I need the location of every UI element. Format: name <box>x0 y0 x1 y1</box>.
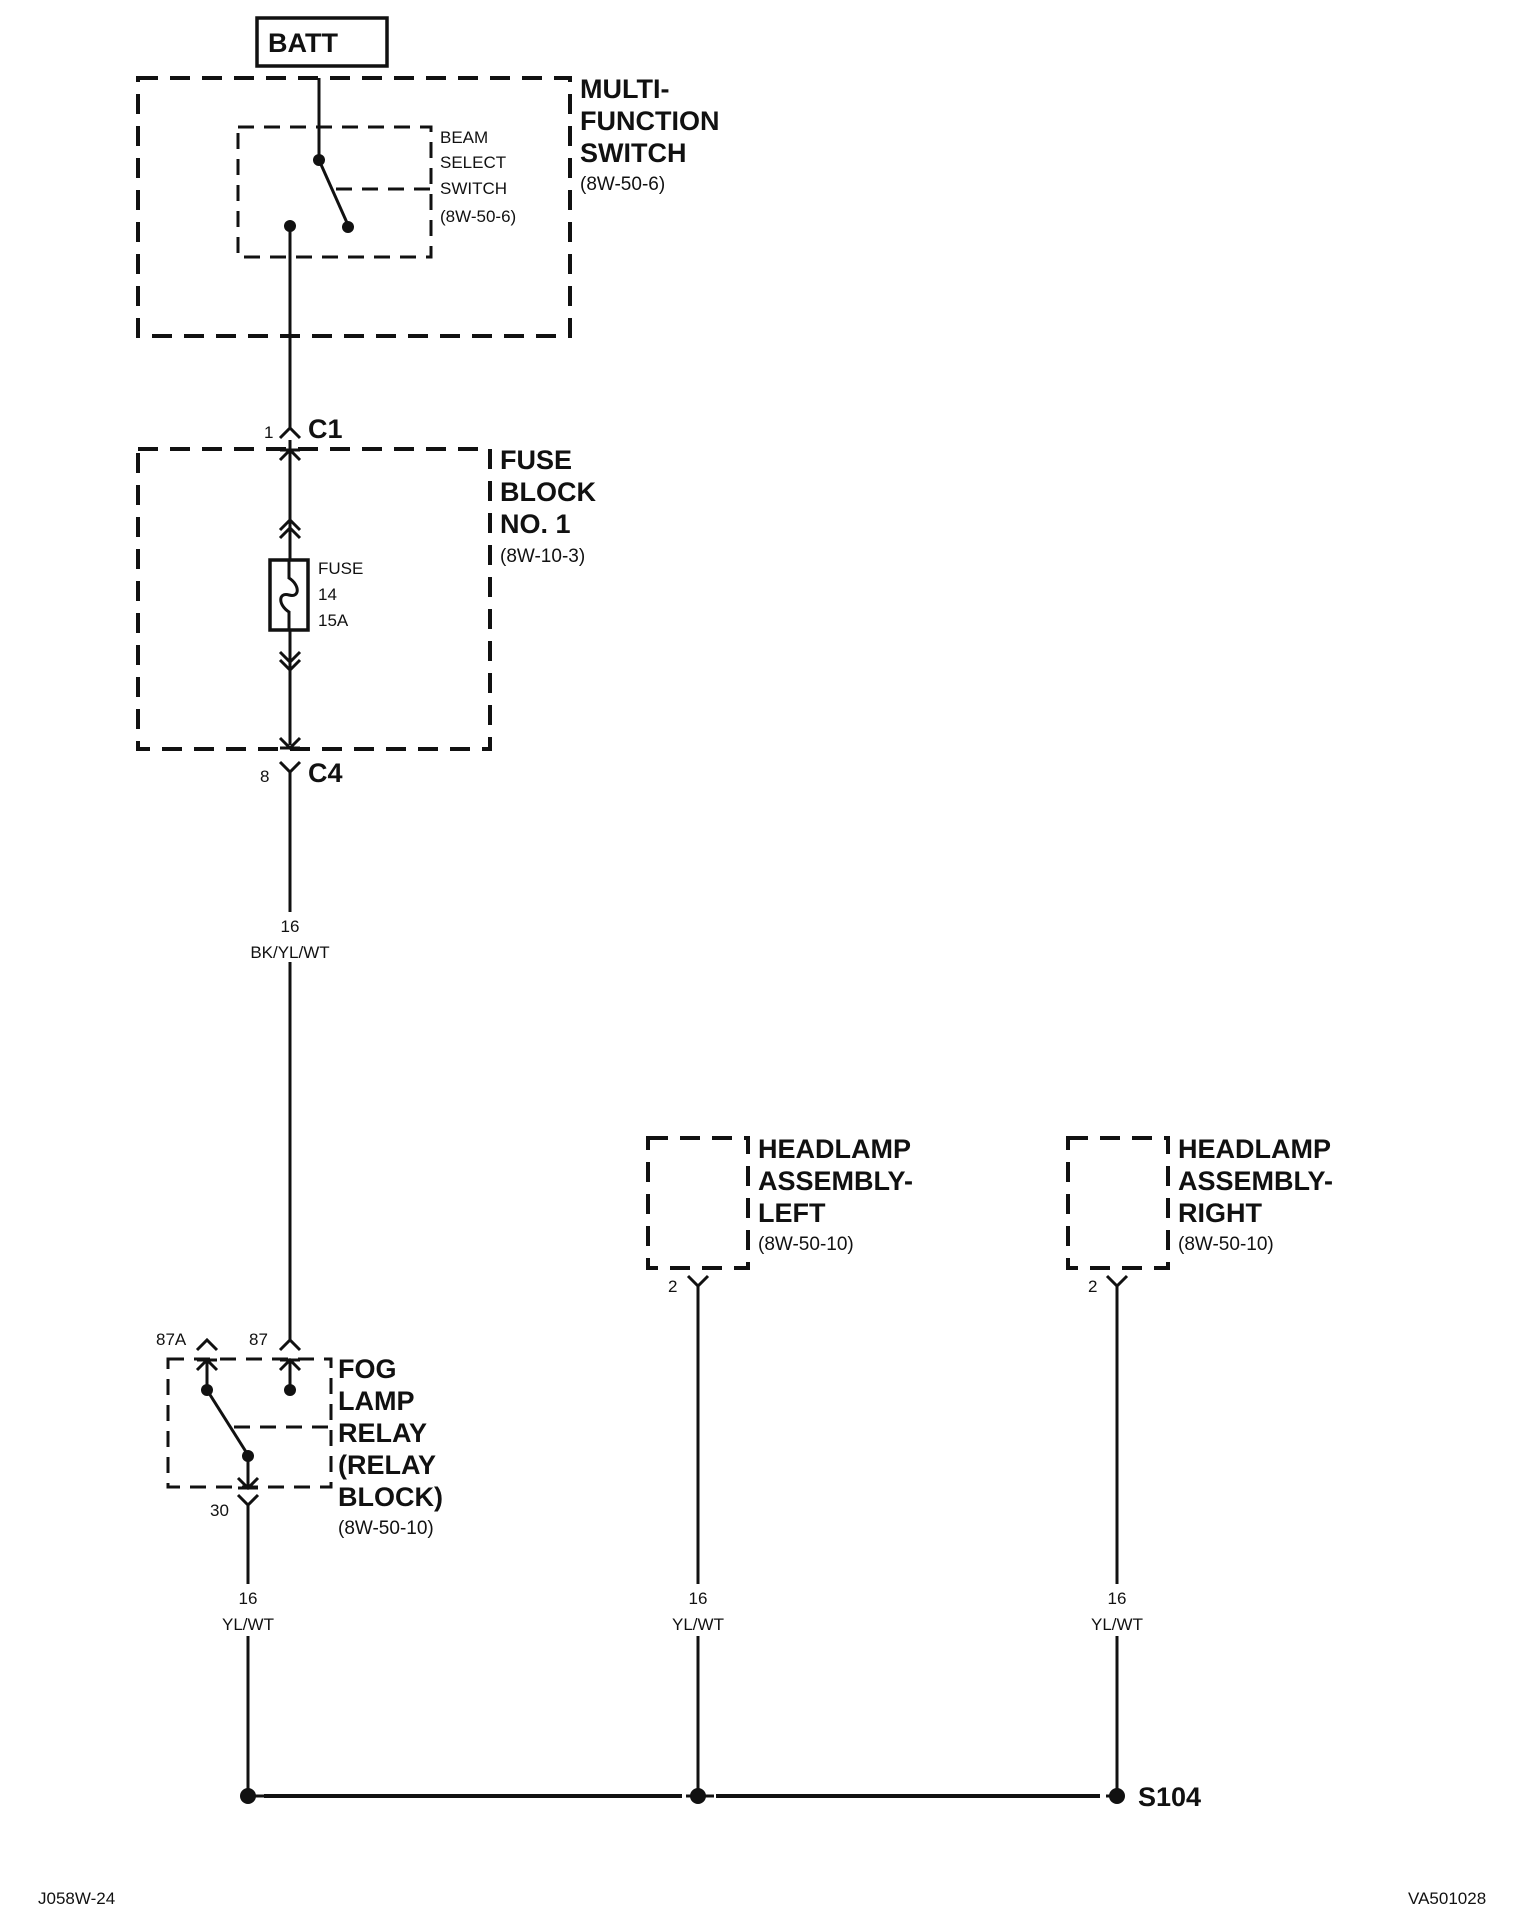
fuse-14: FUSE 14 15A <box>268 558 363 632</box>
c4-connector-chevron <box>278 760 302 775</box>
mfs-name-line-1: MULTI- <box>580 74 669 104</box>
hl-right-name-line-2: ASSEMBLY- <box>1178 1166 1333 1196</box>
wire-label-mask-3 <box>1079 1584 1157 1636</box>
wire-2-gauge: 16 <box>689 1589 708 1608</box>
splice-dot-right <box>1109 1788 1125 1804</box>
relay-name-line-3: RELAY <box>338 1418 427 1448</box>
wire-1-gauge: 16 <box>239 1589 258 1608</box>
footer-right-code: VA501028 <box>1408 1889 1486 1908</box>
fuse-block-name-line-1: FUSE <box>500 445 572 475</box>
wire-label-mask-1 <box>210 1584 288 1636</box>
hl-left-name-line-3: LEFT <box>758 1198 826 1228</box>
relay-pin-87a: 87A <box>156 1330 187 1349</box>
fuse-block: FUSE BLOCK NO. 1 (8W-10-3) 1 C1 FUSE 14 … <box>136 414 596 788</box>
mfs-ref: (8W-50-6) <box>580 174 665 195</box>
splice-dot-middle <box>690 1788 706 1804</box>
beam-select-switch: BEAM SELECT SWITCH (8W-50-6) <box>236 78 516 259</box>
wire-main-color: BK/YL/WT <box>250 943 329 962</box>
fuse-label-line-3: 15A <box>318 611 349 630</box>
wire-main-gauge: 16 <box>281 917 300 936</box>
relay-87-contact-dot <box>284 1384 296 1396</box>
relay-87-chevron <box>278 1337 302 1352</box>
relay-name-line-2: LAMP <box>338 1386 415 1416</box>
c1-pin-label: 1 <box>264 423 273 442</box>
relay-name-line-4: (RELAY <box>338 1450 436 1480</box>
hl-right-ref: (8W-50-10) <box>1178 1234 1274 1255</box>
hl-right-name-line-3: RIGHT <box>1178 1198 1263 1228</box>
relay-blade <box>205 1389 250 1456</box>
wire-label-mask <box>236 912 344 962</box>
hl-left-name-line-1: HEADLAMP <box>758 1134 911 1164</box>
hl-left-connector-chevron <box>686 1274 710 1289</box>
relay-name-line-5: BLOCK) <box>338 1482 443 1512</box>
bss-name-line-2: SELECT <box>440 153 506 172</box>
hl-right-pin: 2 <box>1088 1277 1097 1296</box>
hl-left-name-line-2: ASSEMBLY- <box>758 1166 913 1196</box>
wire-3-gauge: 16 <box>1108 1589 1127 1608</box>
footer-left-code: J058W-24 <box>38 1889 115 1908</box>
relay-pin-87: 87 <box>249 1330 268 1349</box>
fuse-block-name-line-2: BLOCK <box>500 477 596 507</box>
relay-87a-chevron <box>195 1337 219 1352</box>
c4-connector-label: C4 <box>308 758 343 788</box>
c1-connector-label: C1 <box>308 414 343 444</box>
splice-dot-left <box>240 1788 256 1804</box>
wire-3-color: YL/WT <box>1091 1615 1143 1634</box>
relay-name-line-1: FOG <box>338 1354 397 1384</box>
batt-label: BATT <box>268 28 338 58</box>
c4-pin-label: 8 <box>260 767 269 786</box>
switch-blade <box>317 159 350 226</box>
mfs-name-line-3: SWITCH <box>580 138 686 168</box>
c1-connector-chevron <box>278 425 302 440</box>
fuse-bottom-chevron-2 <box>278 658 302 673</box>
wire-2-color: YL/WT <box>672 1615 724 1634</box>
wire-label-mask-2 <box>660 1584 738 1636</box>
headlamp-assembly-right: HEADLAMP ASSEMBLY- RIGHT (8W-50-10) 2 <box>1066 1134 1333 1296</box>
fuse-block-ref: (8W-10-3) <box>500 546 585 567</box>
hl-right-connector-chevron <box>1105 1274 1129 1289</box>
fuse-block-name-line-3: NO. 1 <box>500 509 571 539</box>
hl-left-ref: (8W-50-10) <box>758 1234 854 1255</box>
fog-lamp-relay: 87A 87 30 FOG LAMP RELAY (RELAY BLOCK) (… <box>156 1330 443 1539</box>
bss-name-line-3: SWITCH <box>440 179 507 198</box>
bss-ref: (8W-50-6) <box>440 207 516 226</box>
bss-name-line-1: BEAM <box>440 128 488 147</box>
relay-pin-30: 30 <box>210 1501 229 1520</box>
fuse-bottom-chevron-1 <box>278 650 302 665</box>
relay-30-chevron <box>236 1493 260 1508</box>
fuse-label-line-2: 14 <box>318 585 337 604</box>
wire-1-color: YL/WT <box>222 1615 274 1634</box>
batt-box: BATT <box>255 16 389 68</box>
hl-right-name-line-1: HEADLAMP <box>1178 1134 1331 1164</box>
relay-ref: (8W-50-10) <box>338 1518 434 1539</box>
splice-label: S104 <box>1138 1782 1201 1812</box>
multifunction-switch: MULTI- FUNCTION SWITCH (8W-50-6) <box>136 74 719 338</box>
headlamp-assembly-left: HEADLAMP ASSEMBLY- LEFT (8W-50-10) 2 <box>646 1134 913 1296</box>
fuse-label-line-1: FUSE <box>318 559 363 578</box>
mfs-name-line-2: FUNCTION <box>580 106 719 136</box>
fuse-top-chevron-1 <box>278 517 302 532</box>
hl-left-pin: 2 <box>668 1277 677 1296</box>
switch-contact-dot <box>342 221 354 233</box>
